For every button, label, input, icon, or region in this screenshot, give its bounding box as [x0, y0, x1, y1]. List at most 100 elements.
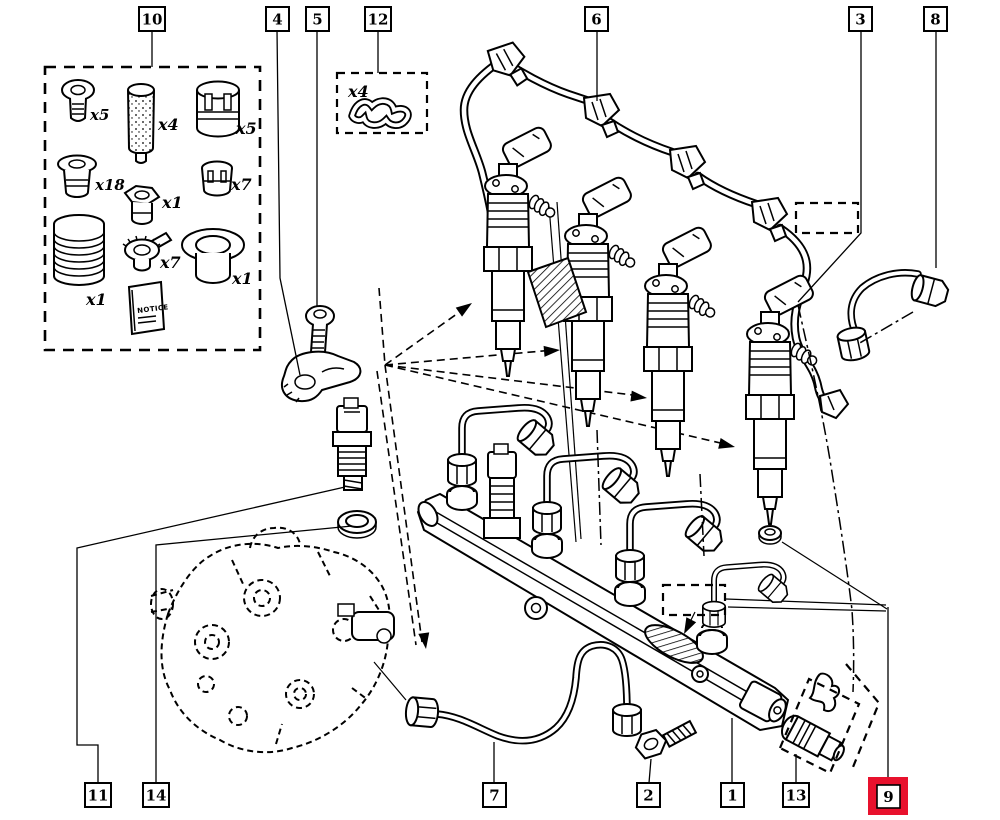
kit-item-toothed-clamp: [122, 231, 173, 272]
callout-label: 8: [930, 11, 940, 29]
clip-dashed-border: [335, 71, 429, 135]
callout-label: 3: [855, 11, 865, 29]
rail-temp-sensor: [483, 443, 521, 539]
reference-zone-top: [794, 201, 860, 235]
kit-item-grommet: [181, 228, 245, 284]
high-pressure-pump: [150, 526, 407, 754]
hose-connector-2: [583, 93, 620, 138]
callout-label: 4: [272, 11, 282, 29]
callout-label: 1: [727, 787, 737, 805]
callout-frame: [84, 782, 112, 808]
callout-frame: [142, 782, 170, 808]
callout-label: 11: [88, 787, 109, 805]
kit-qty-clamp: x7: [159, 253, 181, 272]
kit-item-flanged-screw: [61, 79, 95, 122]
kit-qty-filter: x4: [157, 115, 179, 134]
hose-connector-1: [486, 39, 531, 91]
repair-kit-box: x5 x4 x5 x18: [43, 65, 262, 352]
callout-frame: [364, 6, 392, 32]
callout-box-10[interactable]: 10: [138, 6, 166, 32]
sensor-dashed-outline: [778, 677, 861, 775]
kit-item-notice-booklet: NOTICE: [127, 280, 169, 336]
callout-frame: [636, 782, 661, 808]
axis-lines: [596, 304, 914, 693]
rail-end-cylinder: [739, 680, 787, 723]
pressure-sensor: [780, 714, 845, 762]
clamp-bolt: [305, 305, 335, 373]
hose-connector-4: [751, 197, 788, 242]
callout-label: 6: [591, 11, 601, 29]
clip-qty: x4: [347, 82, 369, 101]
clamp-bracket: [281, 350, 362, 403]
callout-frame: [265, 6, 290, 32]
clip-box: x4: [335, 71, 429, 135]
hose-connector-3: [669, 145, 706, 190]
callout-box-7[interactable]: 7: [482, 782, 507, 808]
callout-frame: [720, 782, 745, 808]
callout-box-5[interactable]: 5: [305, 6, 330, 32]
callout-label: 10: [142, 11, 163, 29]
reference-zone-rail: [661, 583, 727, 617]
kit-item-large-cap: [196, 80, 240, 138]
kit-qty-nut: x1: [161, 193, 183, 212]
fuel-metering-valve: [337, 603, 395, 644]
callout-label: 7: [489, 787, 499, 805]
hose-end-fitting: [818, 388, 850, 420]
callout-label: 14: [146, 787, 167, 805]
pump-to-rail-pipe: [403, 645, 642, 741]
kit-qty-large-cap: x5: [235, 119, 257, 138]
clamp-in-place: [526, 256, 588, 329]
callout-frame: [782, 782, 810, 808]
callout-box-12[interactable]: 12: [364, 6, 392, 32]
callout-box-8[interactable]: 8: [923, 6, 948, 32]
callout-box-3[interactable]: 3: [848, 6, 873, 32]
kit-item-small-cap: [201, 160, 233, 197]
callout-box-4[interactable]: 4: [265, 6, 290, 32]
callout-label: 5: [312, 11, 322, 29]
injector-pipe-3: [615, 504, 728, 583]
kit-item-blanking-plug: [57, 154, 97, 198]
callout-label: 2: [643, 787, 653, 805]
kit-qty-grommet: x1: [231, 269, 253, 288]
callout-box-11[interactable]: 11: [84, 782, 112, 808]
callout-frame: [584, 6, 609, 32]
callout-label: 9: [883, 788, 893, 806]
injector-seal-washer: [758, 525, 782, 545]
kit-item-union-nut: [123, 184, 161, 225]
callout-box-2[interactable]: 2: [636, 782, 661, 808]
sensor-clip: [808, 672, 840, 712]
kit-qty-sleeve: x1: [85, 290, 107, 309]
callout-box-1[interactable]: 1: [720, 782, 745, 808]
callout-box-13[interactable]: 13: [782, 782, 810, 808]
rail-bolt: [634, 719, 698, 760]
callout-box-6[interactable]: 6: [584, 6, 609, 32]
fuel-return-hose: [464, 39, 850, 420]
pointer-wedges: [548, 201, 888, 637]
callout-box-14[interactable]: 14: [142, 782, 170, 808]
leader-lines: [76, 29, 937, 784]
kit-qty-plug: x18: [94, 176, 125, 194]
injector-3: [643, 224, 720, 477]
callout-frame: [138, 6, 166, 32]
callout-label: 12: [368, 11, 389, 29]
kit-item-coil-sleeve: [53, 214, 105, 286]
pipe7-rail-nut: [612, 703, 642, 737]
callout-frame: [848, 6, 873, 32]
kit-item-filter-insert: [127, 83, 155, 164]
fuel-rail: [416, 443, 790, 732]
pipe7-pump-nut: [403, 695, 441, 729]
injector-pipe-4: [701, 565, 792, 629]
callout-frame: [876, 784, 901, 809]
fuel-temp-sensor: [332, 397, 372, 491]
callout-frame: [923, 6, 948, 32]
kit-qty-small-cap: x7: [230, 175, 252, 194]
callout-frame: [482, 782, 507, 808]
injector-4: [745, 272, 822, 525]
sensor-o-ring: [337, 510, 377, 539]
notice-text: NOTICE: [137, 303, 169, 315]
retaining-clip: [348, 97, 412, 129]
callout-frame: [305, 6, 330, 32]
callout-box-9-highlighted[interactable]: 9: [868, 777, 908, 815]
